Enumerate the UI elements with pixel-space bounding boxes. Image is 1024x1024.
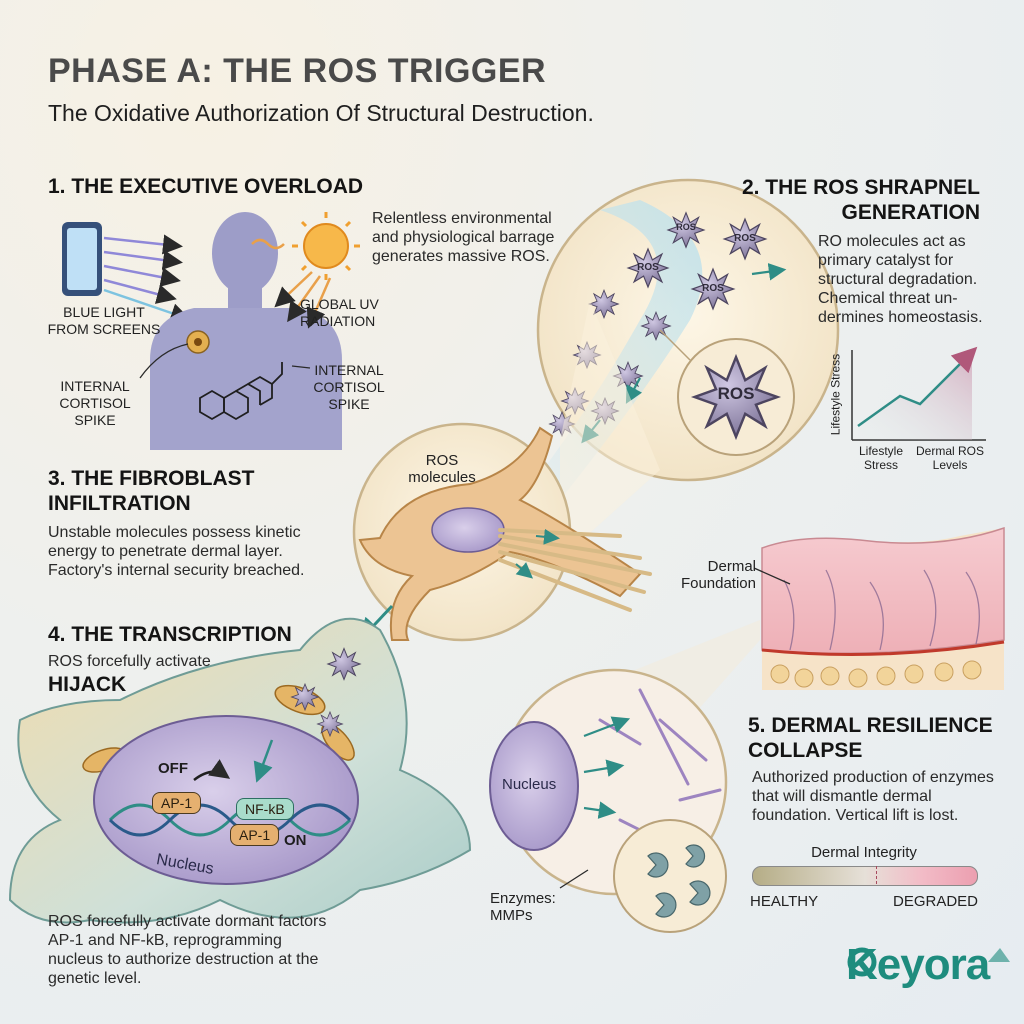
sun-icon [292, 212, 360, 280]
funnel-to-bubble3 [560, 300, 660, 560]
s4-title: 4. THE TRANSCRIPTION [48, 623, 292, 646]
s4-hijack: HIJACK [48, 673, 127, 696]
dermal-foundation-label: Dermal Foundation [680, 558, 756, 592]
s3-body: Unstable molecules possess kinetic energ… [48, 524, 305, 579]
fibroblast-arrows [515, 528, 560, 579]
enzymes-label: Enzymes: MMPs [490, 890, 556, 924]
s2-title-line1: 2. THE ROS SHRAPNEL [741, 176, 980, 199]
integrity-title: Dermal Integrity [811, 844, 917, 861]
off-label: OFF [158, 760, 188, 777]
stress-mini-chart [851, 346, 986, 441]
ap1-pill-on: AP-1 [230, 824, 280, 846]
collagen-fibers [498, 528, 652, 612]
enzymes-leader [559, 869, 589, 889]
s4-body: ROS forcefully activate dormant factors … [48, 913, 327, 987]
integrity-right: DEGRADED [892, 893, 978, 910]
s5-title-line1: 5. DERMAL RESILIENCE [748, 714, 993, 737]
label-cortisol-left: INTERNAL CORTISOL SPIKE [59, 378, 131, 428]
s1-title: 1. THE EXECUTIVE OVERLOAD [48, 175, 364, 198]
tablet-icon [62, 222, 102, 296]
page-subtitle: The Oxidative Authorization Of Structura… [48, 100, 594, 126]
s2-title-line2: GENERATION [841, 201, 980, 224]
foundation-leader [753, 567, 791, 585]
ros-label-3: ROS [637, 262, 659, 273]
chart-ylabel: Lifestyle Stress [828, 353, 843, 436]
nucleus-5 [489, 721, 579, 851]
s1-body: Relentless environmental and physiologic… [372, 210, 555, 265]
release-arrows [583, 716, 631, 819]
s3-title-line1: 3. THE FIBROBLAST [48, 467, 255, 490]
integrity-threshold [876, 866, 877, 884]
s4-intro: ROS forcefully activate [48, 653, 211, 670]
zoom-connector [659, 329, 691, 361]
chart-x1: Lifestyle Stress [858, 444, 904, 472]
ros-large-label: ROS [717, 384, 755, 403]
activation-arrows [193, 739, 274, 783]
brand-logo: Keyora [846, 940, 990, 989]
label-blue-light: BLUE LIGHT FROM SCREENS [47, 304, 161, 337]
uv-rays [251, 238, 332, 329]
skin-cross-section [761, 526, 1005, 690]
s2-body: RO molecules act as primary catalyst for… [818, 233, 983, 326]
label-cortisol-right: INTERNAL CORTISOL SPIKE [313, 362, 385, 412]
ap1-pill-off: AP-1 [152, 792, 202, 814]
s3-title-line2: INFILTRATION [48, 492, 191, 515]
ros-molecules-label: ROS molecules [408, 452, 476, 486]
ros-label-1: ROS [676, 222, 696, 232]
keyora-logo-icon [847, 947, 1010, 977]
nucleus-label-5: Nucleus [502, 776, 557, 793]
s5-body: Authorized production of enzymes that wi… [752, 769, 994, 824]
ros-label-4: ROS [702, 283, 724, 294]
integrity-meter [752, 866, 978, 886]
s1-leader-lines [139, 343, 311, 379]
s5-title-line2: COLLAPSE [748, 739, 863, 762]
cortisol-molecule-icon [199, 362, 283, 421]
blue-light-rays [103, 234, 191, 323]
chart-x2: Dermal ROS Levels [915, 444, 984, 472]
mmp-enzymes-icon [647, 844, 711, 918]
integrity-left: HEALTHY [750, 893, 819, 910]
nfkb-pill: NF-kB [236, 798, 294, 820]
page-title: PHASE A: THE ROS TRIGGER [48, 52, 547, 90]
label-uv: GLOBAL UV RADIATION [300, 296, 379, 329]
on-label: ON [284, 832, 307, 849]
ros-label-2: ROS [734, 233, 756, 244]
nucleus-4 [93, 715, 359, 885]
cell-virus-icon [186, 330, 210, 354]
